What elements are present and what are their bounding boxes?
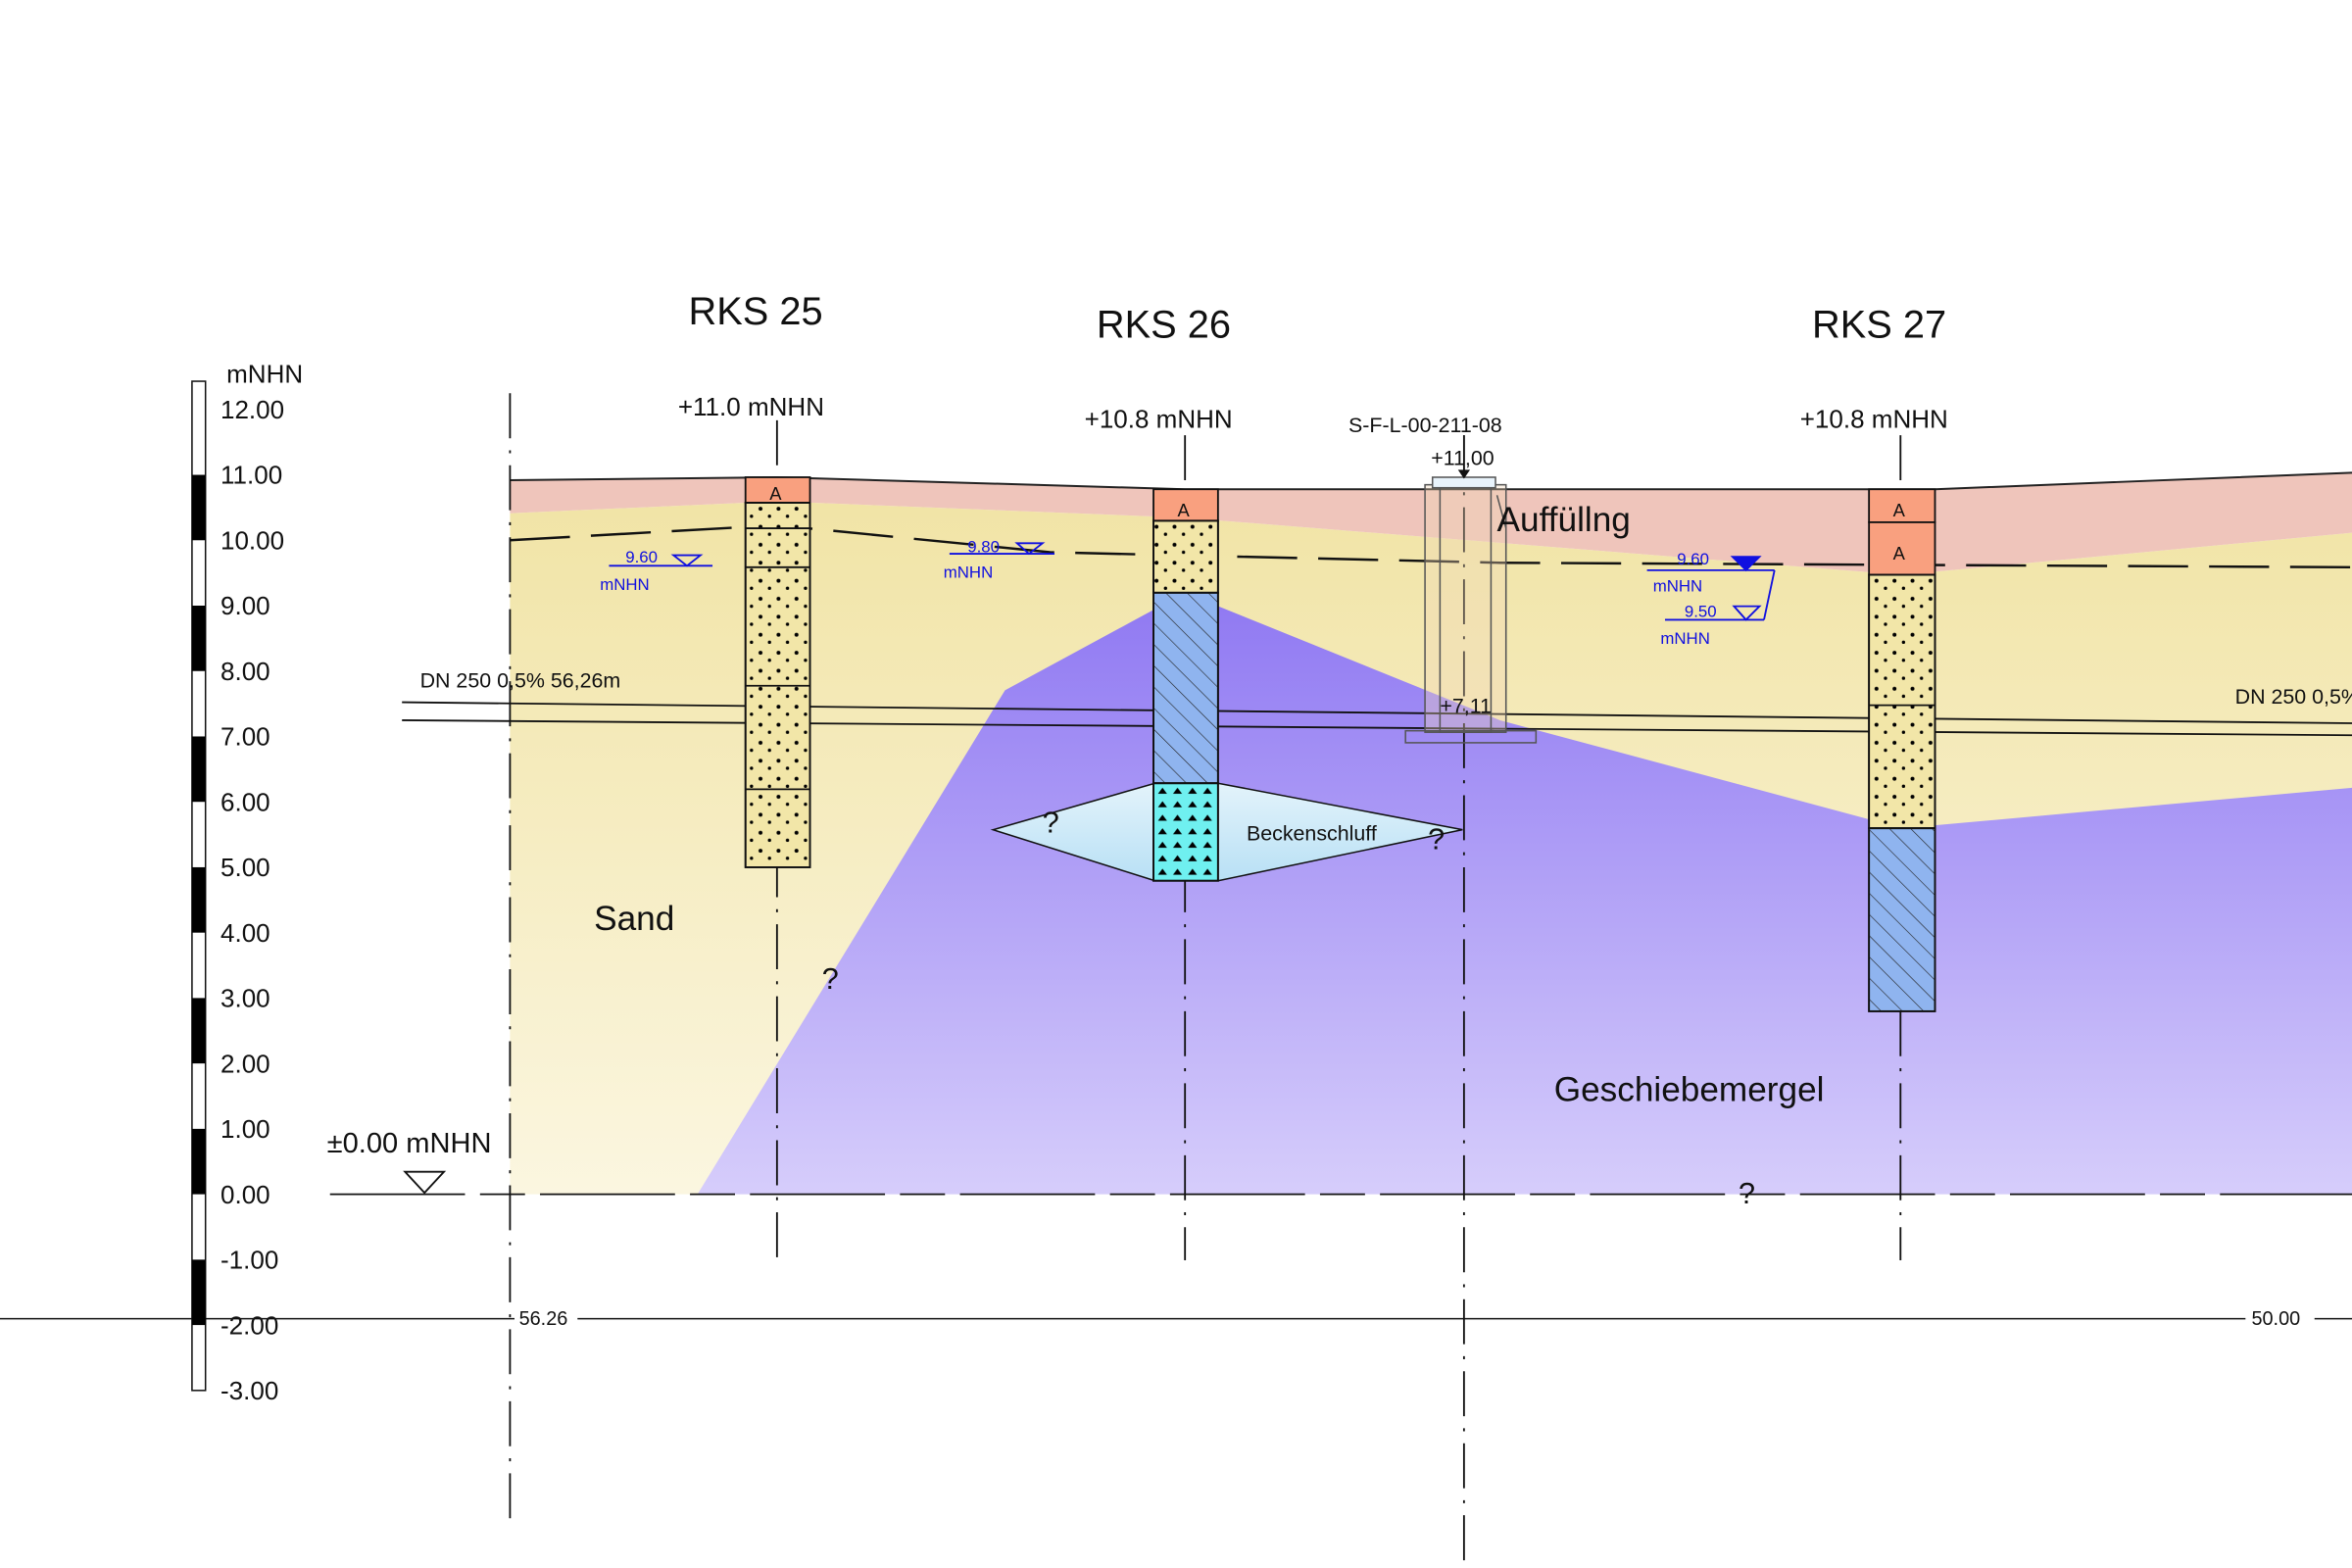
pipe-label-right: DN 250 0,5%	[2235, 685, 2352, 709]
borehole-rks25	[744, 476, 811, 868]
till-layer	[697, 592, 2352, 1195]
rks26-a-tag: A	[1178, 500, 1191, 520]
scale-segment	[191, 866, 206, 933]
gw-rks25-value: 9.60	[625, 548, 658, 566]
dimension-right: 50.00	[2251, 1308, 2300, 1330]
scale-tick-label: 9.00	[220, 591, 270, 620]
scale-tick-label: 10.00	[220, 525, 284, 555]
scale-tick-label: 8.00	[220, 657, 270, 686]
rks26-elevation: +10.8 mNHN	[1085, 404, 1233, 433]
rks26-title: RKS 26	[1097, 304, 1231, 347]
scale-segment	[191, 998, 206, 1064]
scale-tick-label: 3.00	[220, 984, 270, 1013]
scale-segment	[191, 1259, 206, 1326]
scale-tick-label: -3.00	[220, 1376, 278, 1405]
gw-rks27-value-1: 9.60	[1677, 550, 1709, 568]
silt-label: Beckenschluff	[1247, 821, 1377, 845]
unknown-marker-2: ?	[1428, 823, 1445, 857]
scale-tick-label: 5.00	[220, 853, 270, 882]
gw-rks25-unit: mNHN	[600, 575, 649, 594]
datum-triangle-icon	[403, 1170, 447, 1195]
scale-segment	[191, 474, 206, 541]
gw-rks26-value: 9.80	[967, 538, 1000, 557]
unknown-marker-1: ?	[1043, 807, 1059, 840]
scale-unit: mNHN	[226, 360, 303, 389]
rks27-a-tag-2: A	[1893, 543, 1906, 564]
scale-tick-label: -1.00	[220, 1246, 278, 1275]
scale-tick-label: 6.00	[220, 787, 270, 816]
unknown-marker-3: ?	[822, 962, 839, 996]
borehole-rks26	[1152, 488, 1219, 882]
groundwater-line	[510, 523, 2352, 569]
scale-tick-label: 7.00	[220, 722, 270, 752]
scale-tick-label: 2.00	[220, 1049, 270, 1078]
sand-label: Sand	[594, 900, 674, 938]
scale-tick-label: 11.00	[220, 461, 282, 490]
elevation-scale-labels: 12.00 11.00 10.00 9.00 8.00 7.00 6.00 5.00 4.00 3…	[220, 395, 284, 1405]
till-label: Geschiebemergel	[1554, 1071, 1825, 1109]
rks25-title: RKS 25	[689, 290, 823, 333]
scale-segment	[191, 736, 206, 803]
scale-tick-label: -2.00	[220, 1310, 278, 1340]
rks27-a-tag-1: A	[1893, 500, 1906, 520]
scale-segment	[191, 1128, 206, 1195]
scale-tick-label: 4.00	[220, 918, 270, 948]
pipe-line-bottom	[402, 719, 2352, 737]
rks25-elevation: +11.0 mNHN	[678, 392, 824, 421]
manhole-invert: +7,11	[1440, 694, 1492, 717]
scale-tick-label: 1.00	[220, 1114, 270, 1144]
gw-rks27-unit-1: mNHN	[1653, 576, 1702, 595]
elevation-scale-bar	[191, 380, 207, 1392]
groundwater-markers	[609, 542, 1776, 621]
manhole	[1404, 476, 1538, 744]
gw-rks26-unit: mNHN	[944, 564, 993, 582]
scale-tick-label: 12.00	[220, 395, 284, 424]
dimension-left: 56.26	[519, 1308, 568, 1330]
gw-rks27-value-2: 9.50	[1685, 602, 1717, 620]
scale-tick-label: 0.00	[220, 1180, 270, 1209]
manhole-top: +11,00	[1431, 447, 1494, 470]
rks27-elevation: +10.8 mNHN	[1800, 404, 1948, 433]
fill-label: Auffüllng	[1497, 501, 1631, 539]
rks25-a-tag: A	[769, 483, 782, 504]
manhole-id: S-F-L-00-211-08	[1348, 414, 1502, 437]
scale-segment	[191, 606, 206, 671]
arrow-down-icon	[1457, 469, 1470, 479]
borehole-rks27	[1868, 488, 1936, 1012]
datum-label: ±0.00 mNHN	[327, 1128, 492, 1159]
pipe-line-top	[402, 701, 2352, 724]
gw-rks27-unit-2: mNHN	[1660, 629, 1709, 648]
pipe-label-left: DN 250 0,5% 56,26m	[420, 668, 621, 692]
rks27-title: RKS 27	[1812, 304, 1946, 347]
